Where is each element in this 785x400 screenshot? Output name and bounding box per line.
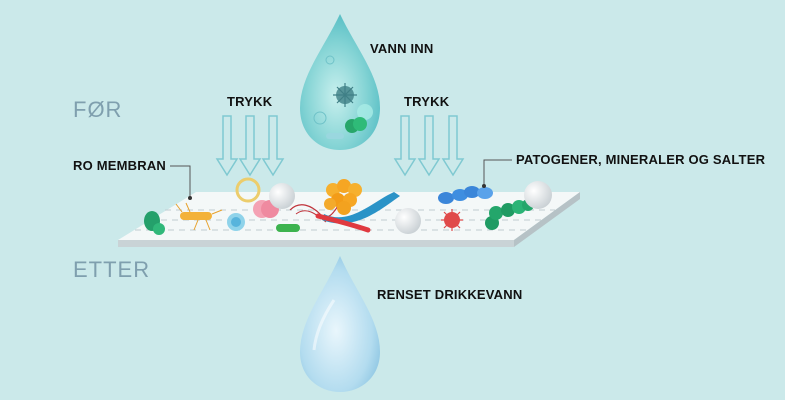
pressure-arrow-icon	[393, 115, 417, 177]
pressure-arrows-right	[393, 115, 465, 177]
contaminants	[144, 177, 552, 235]
pressure-arrow-icon	[215, 115, 239, 177]
pressure-arrow-icon	[441, 115, 465, 177]
bacteria-icon	[144, 211, 165, 235]
mineral-ball-icon	[269, 183, 295, 209]
pressure-arrow-icon	[261, 115, 285, 177]
virus-icon	[227, 213, 245, 231]
mineral-ball-icon	[524, 181, 552, 209]
pressure-arrow-icon	[417, 115, 441, 177]
water-in-label: VANN INN	[370, 41, 434, 56]
virus-icon	[441, 209, 463, 231]
bacteria-icon	[175, 202, 223, 231]
pressure-left-label: TRYKK	[227, 94, 273, 109]
bacteria-chain-icon	[438, 186, 493, 204]
mineral-ball-icon	[395, 208, 421, 234]
mineral-cluster-icon	[324, 179, 362, 215]
membrane-label: RO MEMBRAN	[73, 158, 166, 173]
water-drop-clean-icon	[300, 256, 380, 392]
before-label: FØR	[73, 97, 123, 122]
leader-lines	[170, 159, 512, 198]
pressure-arrow-icon	[238, 115, 262, 177]
pressure-arrows-left	[215, 115, 285, 177]
after-label: ETTER	[73, 257, 151, 282]
virus-icon	[333, 83, 357, 107]
clean-water-label: RENSET DRIKKEVANN	[377, 287, 523, 302]
bacteria-chain-icon	[485, 199, 534, 230]
water-drop-dirty-icon	[300, 14, 380, 150]
pressure-right-label: TRYKK	[404, 94, 450, 109]
contaminants-label: PATOGENER, MINERALER OG SALTER	[516, 152, 766, 167]
